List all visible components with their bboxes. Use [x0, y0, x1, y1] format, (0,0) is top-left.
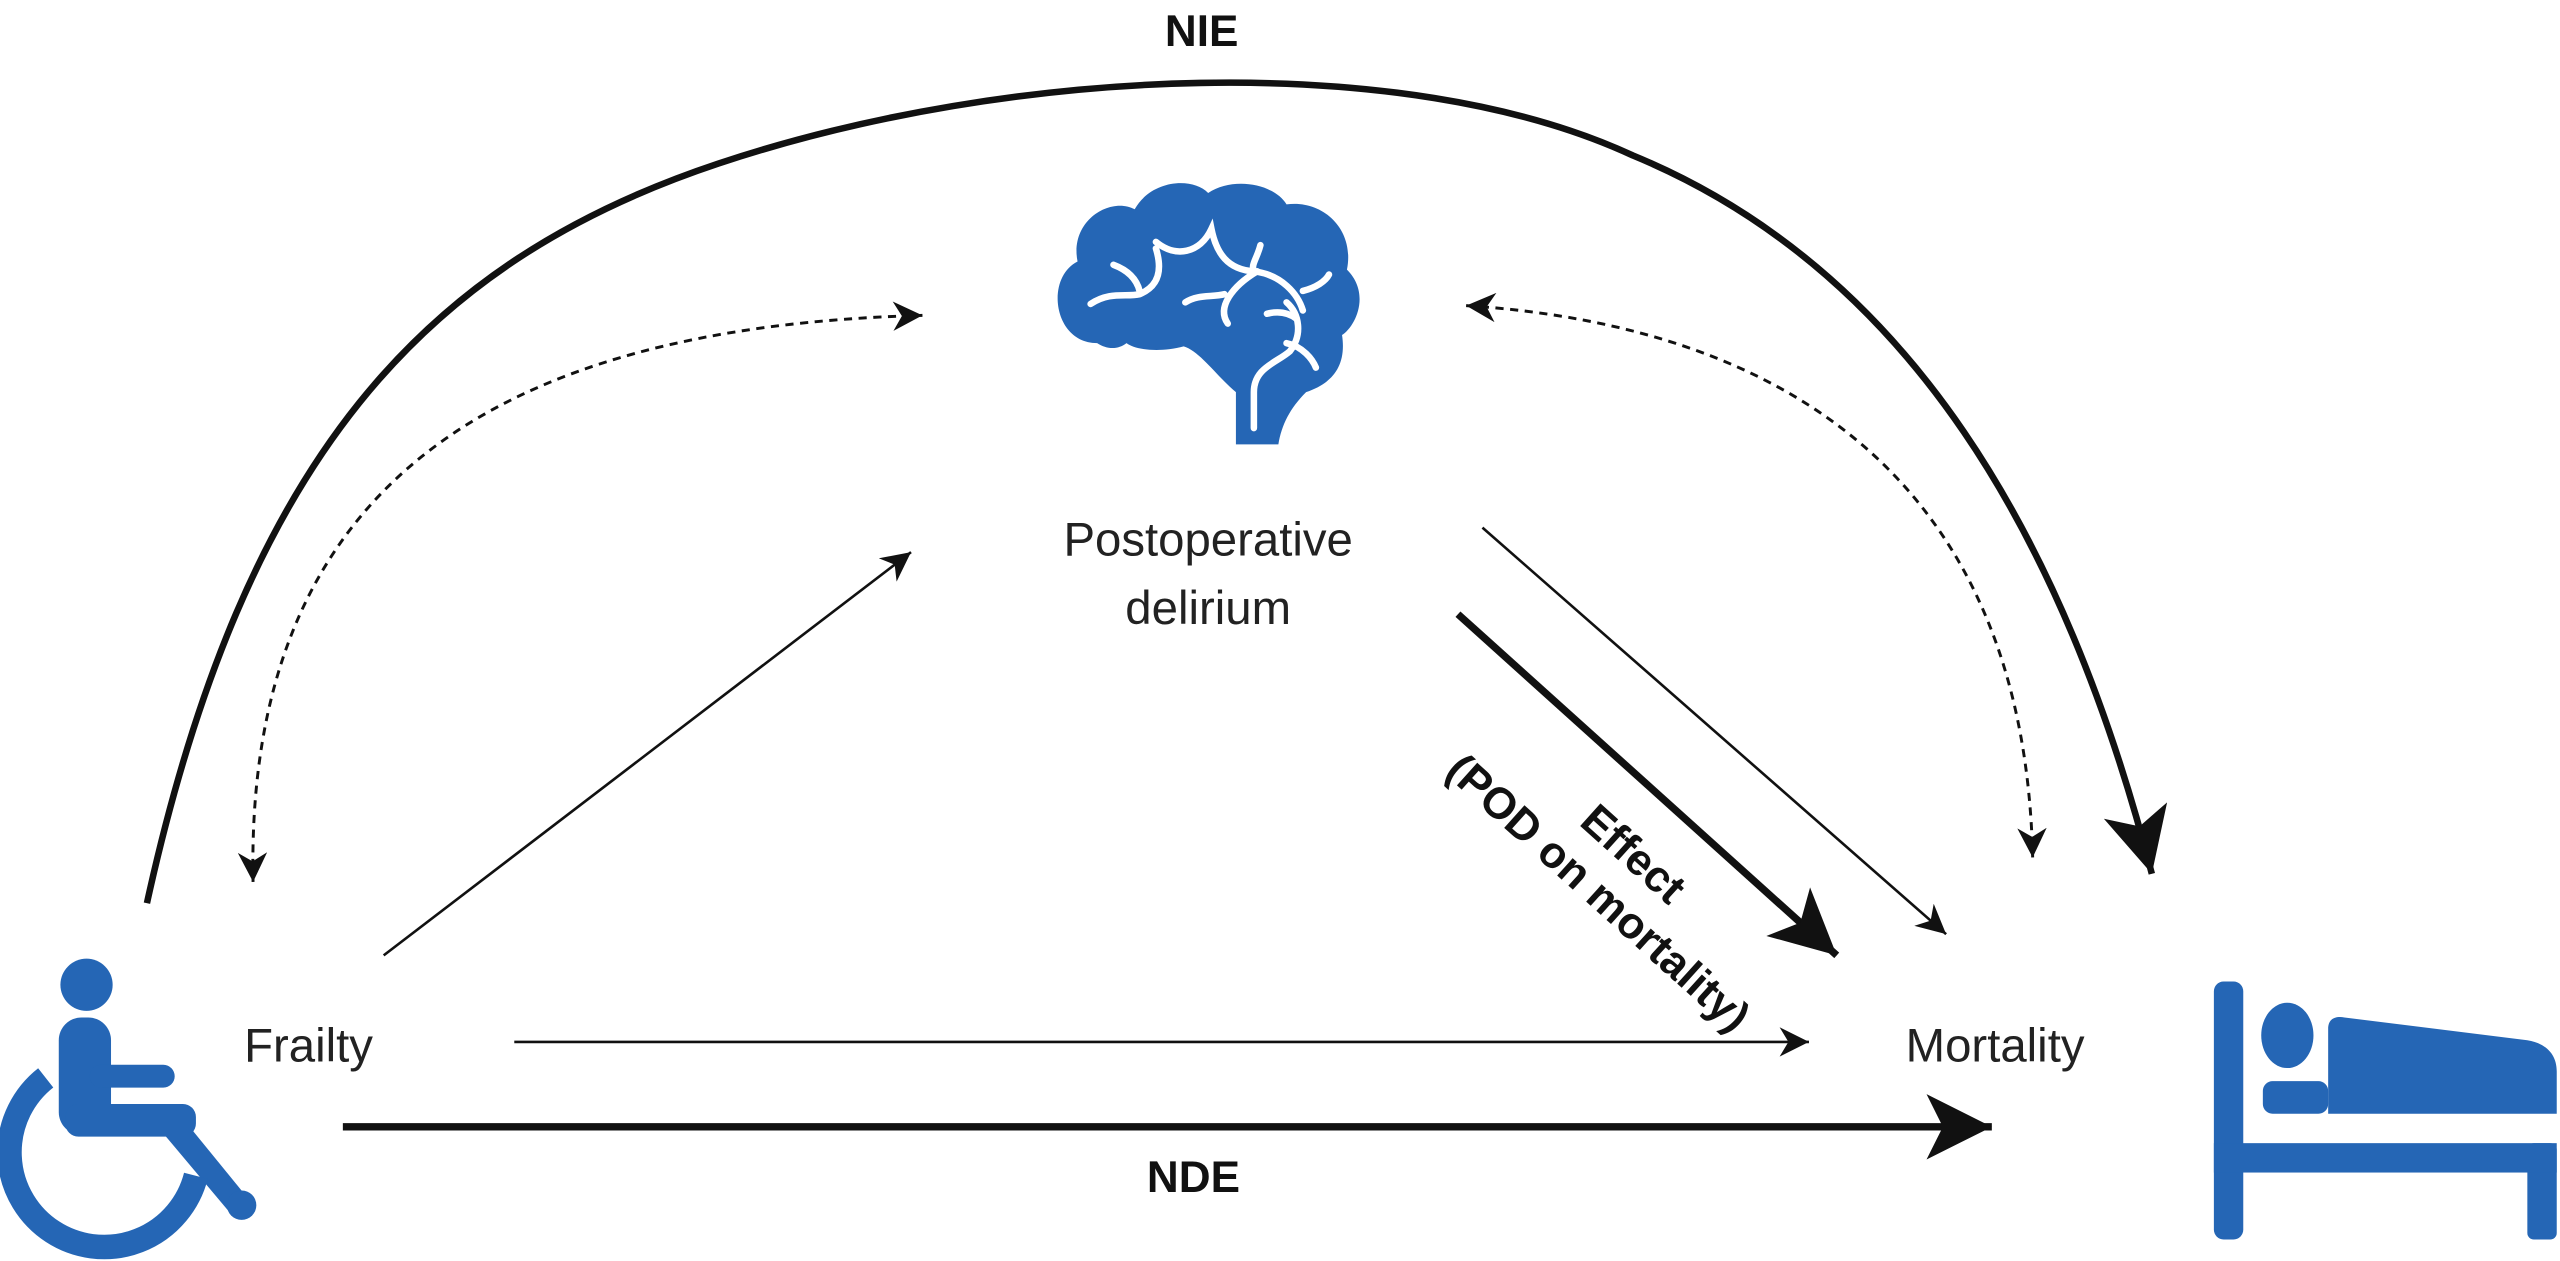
delirium-label-line1: Postoperative [1063, 513, 1352, 566]
effect-label-line2: (POD on mortality) [1437, 745, 1759, 1042]
delirium-label-line2: delirium [1125, 582, 1291, 635]
hospital-bed-icon [2213, 981, 2557, 1240]
effect-arrow [1455, 611, 1840, 959]
nie-label: NIE [1165, 7, 1238, 56]
mortality-label: Mortality [1906, 1020, 2085, 1073]
frailty-label: Frailty [244, 1020, 373, 1073]
brain-icon [1057, 183, 1360, 445]
delirium-to-mortality-arrow [1481, 526, 1947, 936]
confounding-arrow-left [237, 301, 923, 882]
nde-label: NDE [1147, 1153, 1240, 1202]
wheelchair-icon [0, 958, 257, 1260]
confounding-arrow-right [1466, 292, 2047, 858]
frailty-to-delirium-arrow [382, 551, 912, 957]
